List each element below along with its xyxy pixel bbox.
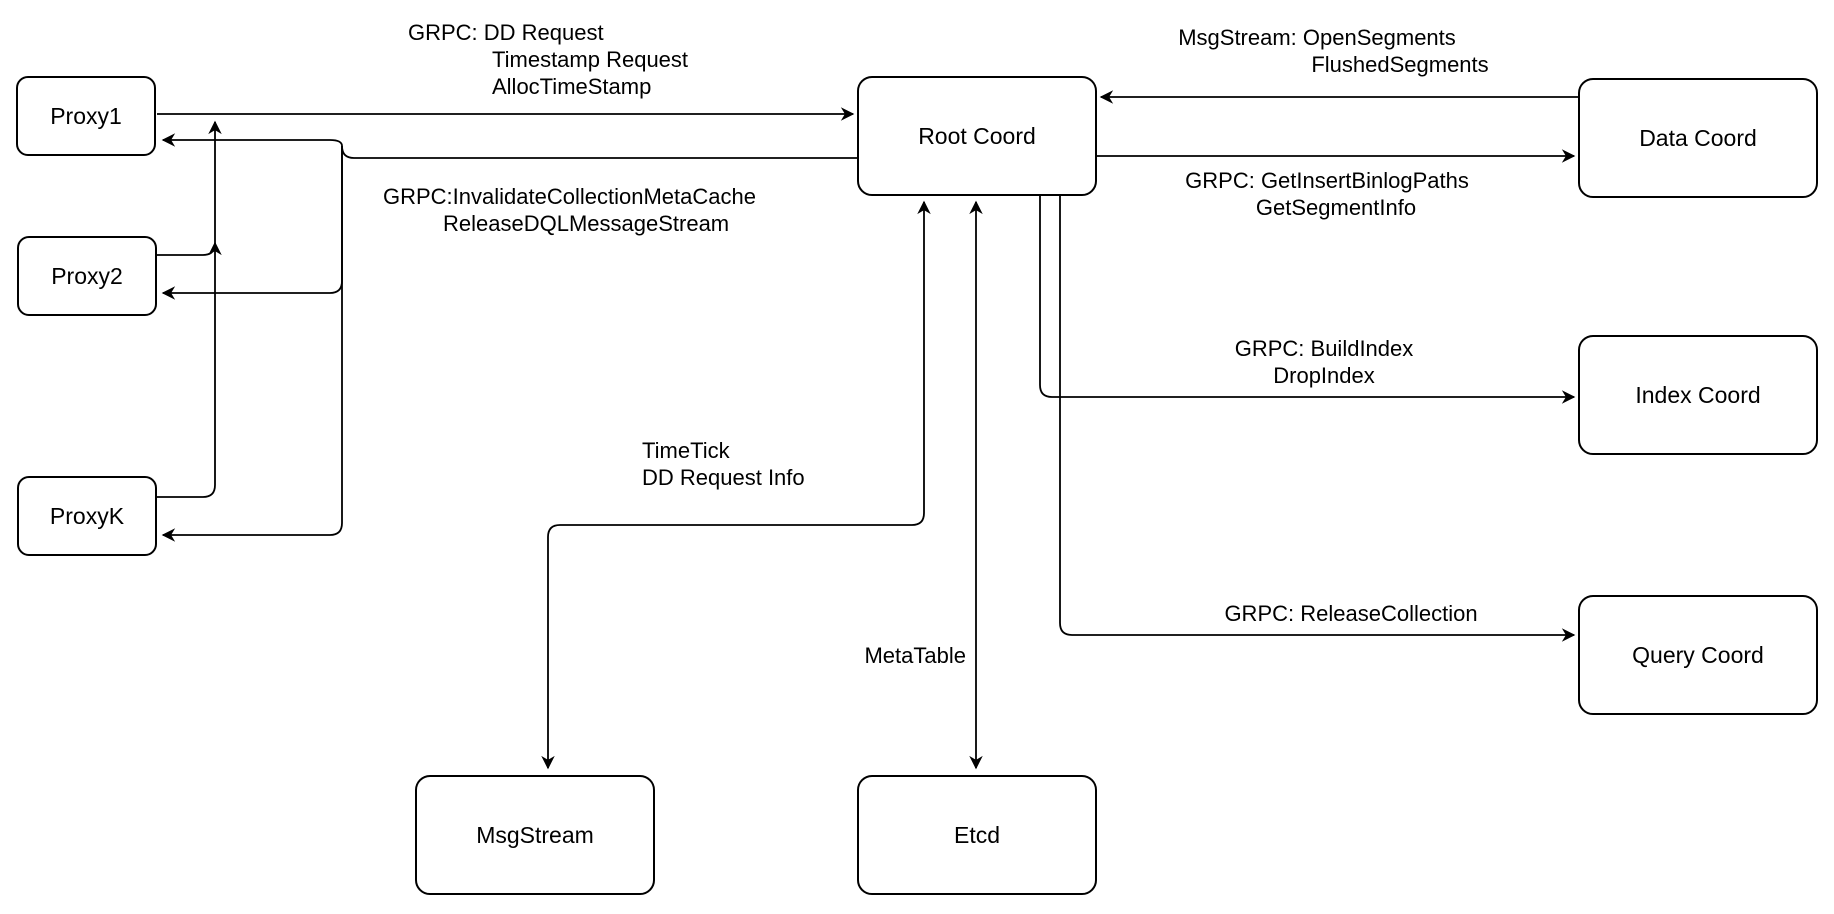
edge-label-proxies-to-root-line3: AllocTimeStamp <box>492 74 652 99</box>
node-etcd: Etcd <box>857 775 1097 895</box>
edge-label-root-to-index-line2: DropIndex <box>1273 363 1375 388</box>
edge-label-root-to-data-line2: GetSegmentInfo <box>1255 195 1417 220</box>
node-root-coord: Root Coord <box>857 76 1097 196</box>
edge-label-root-to-query-line1: GRPC: ReleaseCollection <box>1224 601 1478 626</box>
edge-label-data-to-root-line2: FlushedSegments <box>1311 52 1489 77</box>
edge-label-root-to-msgstream-line1: TimeTick <box>642 438 730 463</box>
edge-label-proxies-to-root-line1: GRPC: DD Request <box>408 20 604 45</box>
node-proxy1: Proxy1 <box>16 76 156 156</box>
edge-label-root-to-etcd-line1: MetaTable <box>864 643 966 668</box>
node-msgstream: MsgStream <box>415 775 655 895</box>
edge-rootcoord-to-indexcoord <box>1039 196 1576 404</box>
edge-label-root-to-data-line1: GRPC: GetInsertBinlogPaths <box>1185 168 1469 193</box>
edge-rootcoord-msgstream <box>541 200 931 770</box>
edge-label-root-to-proxies-line1: GRPC:InvalidateCollectionMetaCache <box>383 184 756 209</box>
edge-label-data-to-root-line1: MsgStream: OpenSegments <box>1178 25 1456 50</box>
node-proxy2: Proxy2 <box>17 236 157 316</box>
node-index-coord: Index Coord <box>1578 335 1818 455</box>
edge-label-root-to-msgstream-line2: DD Request Info <box>642 465 805 490</box>
edge-rootcoord-to-proxy2 <box>161 146 343 300</box>
edge-rootcoord-to-proxyk <box>161 146 343 542</box>
node-proxyk: ProxyK <box>17 476 157 556</box>
edge-proxy2-merge <box>157 241 222 256</box>
edge-label-root-to-proxies-line2: ReleaseDQLMessageStream <box>443 211 730 236</box>
edge-rootcoord-to-querycoord <box>1059 196 1576 642</box>
edge-label-root-to-index-line1: GRPC: BuildIndex <box>1234 336 1414 361</box>
node-data-coord: Data Coord <box>1578 78 1818 198</box>
node-query-coord: Query Coord <box>1578 595 1818 715</box>
edge-rootcoord-to-proxy1 <box>161 133 857 159</box>
edge-label-proxies-to-root-line2: Timestamp Request <box>492 47 689 72</box>
edge-proxyk-merge-trunk <box>157 120 222 498</box>
